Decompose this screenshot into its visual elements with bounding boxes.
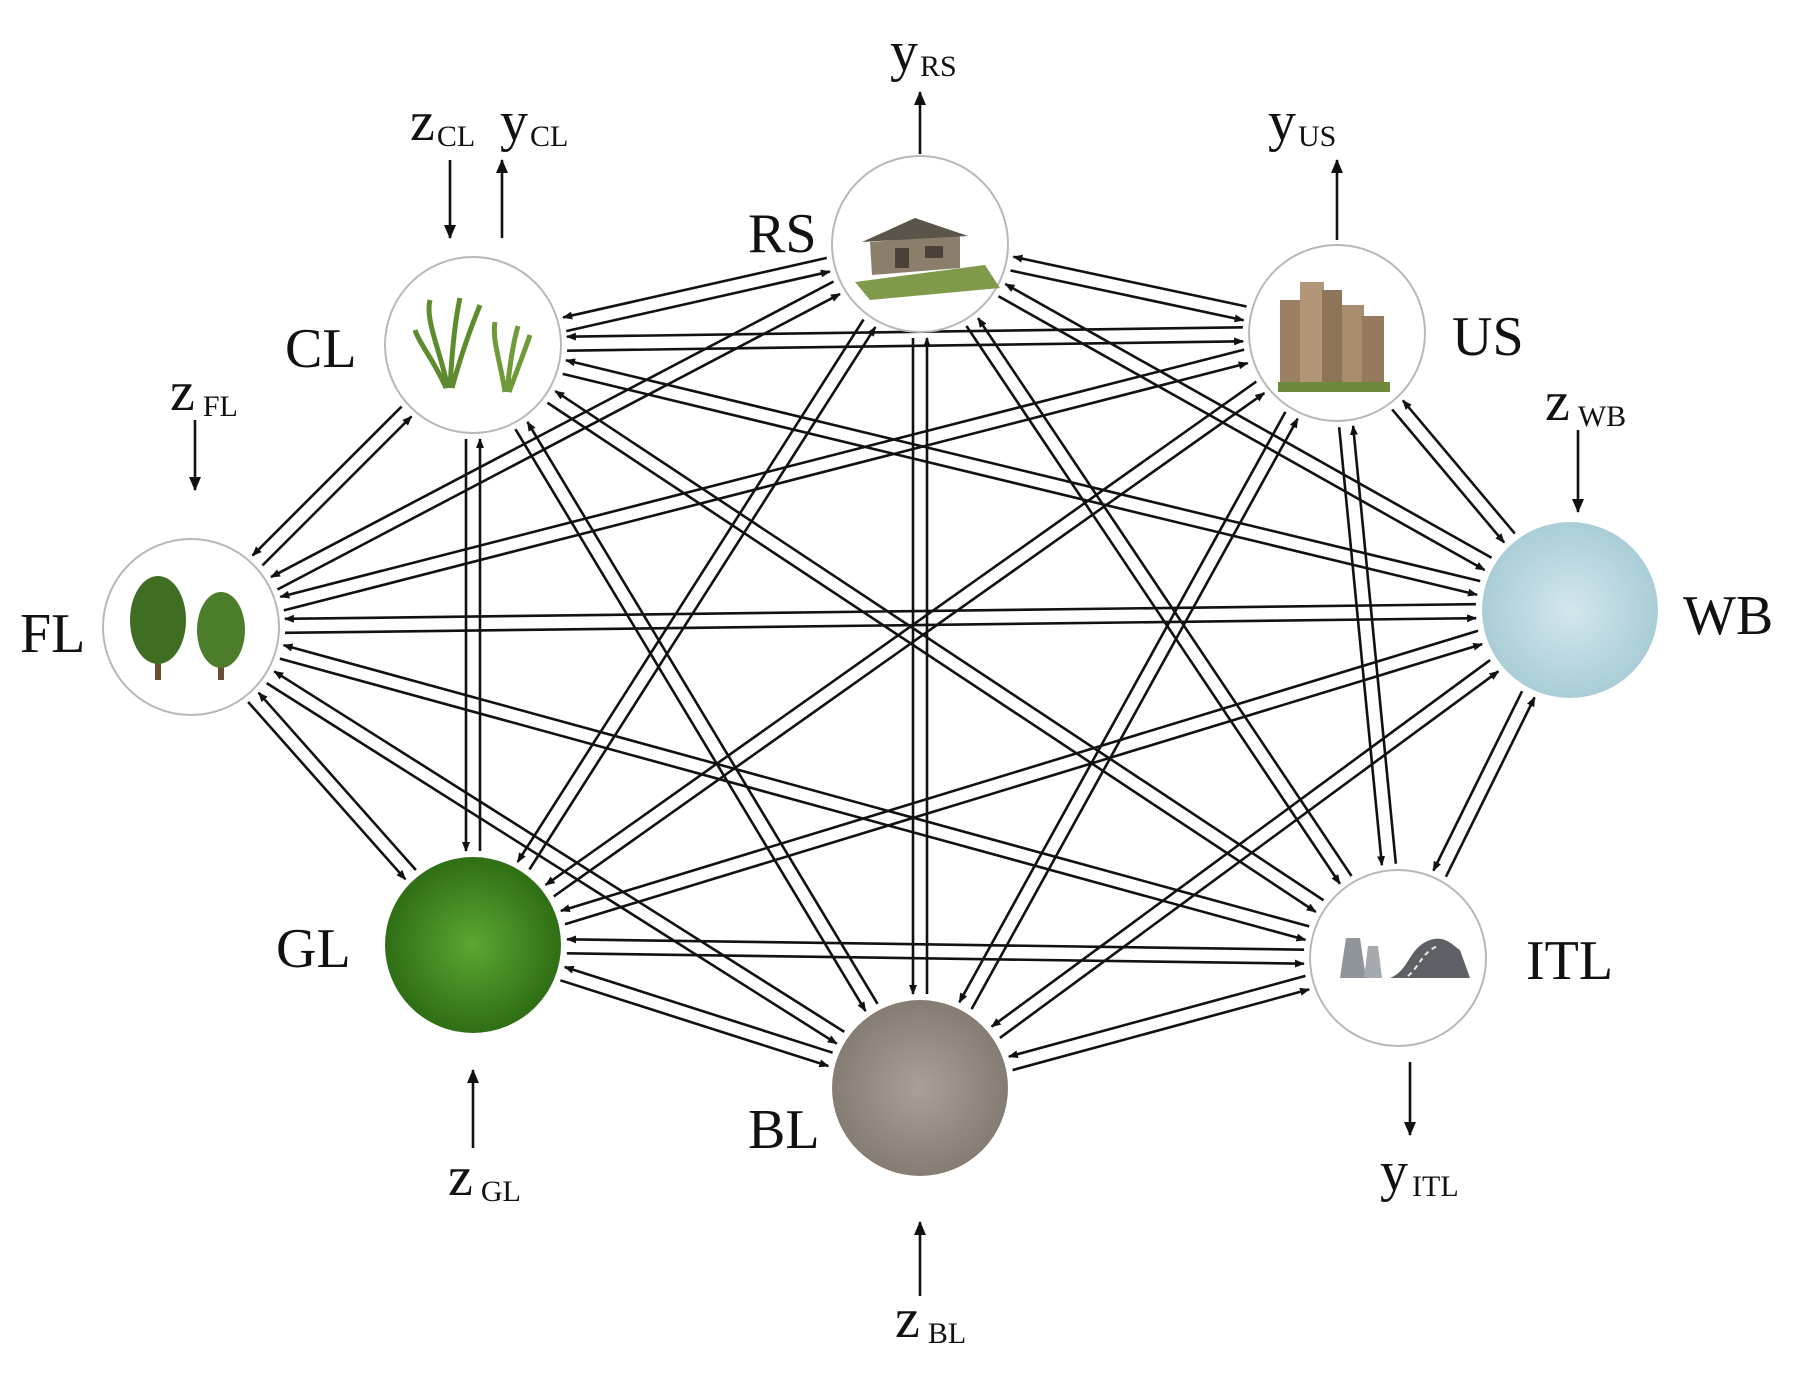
arrow-cl-to-rs: [565, 269, 831, 333]
node-itl-label: ITL: [1526, 930, 1613, 992]
flow-label-y-rs: yRS: [890, 21, 957, 83]
arrow-bl-to-gl: [563, 965, 833, 1054]
arrow-itl-to-cl: [554, 390, 1325, 902]
node-fl-circle: [102, 538, 280, 716]
arrow-gl-to-us: [553, 391, 1266, 898]
bare-land-icon: [832, 1000, 1008, 1176]
arrow-wb-to-gl: [559, 629, 1479, 913]
arrow-bl-to-fl: [273, 670, 845, 1033]
arrow-itl-to-bl: [1007, 974, 1306, 1059]
node-cl-circle: [384, 256, 562, 434]
industrial-transport-icon: [1340, 938, 1470, 978]
arrow-itl-to-gl: [566, 935, 1305, 951]
node-fl-label: FL: [20, 603, 85, 665]
cropland-icon: [412, 297, 533, 393]
grassland-icon: [385, 857, 561, 1033]
arrow-gl-to-fl: [257, 691, 417, 871]
urban-settlement-icon: [1278, 282, 1390, 392]
arrow-fl-to-bl: [266, 682, 838, 1045]
arrow-cl-to-wb: [562, 372, 1478, 597]
arrow-us-to-fl: [279, 348, 1245, 599]
arrow-fl-to-wb: [285, 614, 1478, 635]
arrow-us-to-bl: [958, 411, 1287, 1004]
transition-arrows: [247, 254, 1536, 1072]
arrow-bl-to-us: [970, 417, 1299, 1010]
node-bl-label: BL: [748, 1099, 820, 1161]
arrow-itl-to-fl: [282, 643, 1310, 928]
arrow-wb-to-bl: [990, 659, 1491, 1028]
arrow-itl-to-us: [1349, 424, 1398, 864]
arrow-us-to-gl: [544, 380, 1257, 887]
arrow-bl-to-cl: [526, 421, 879, 1005]
rural-settlement-icon: [855, 218, 1000, 300]
arrow-wb-to-itl: [1432, 690, 1524, 872]
external-flow-arrows: [189, 91, 1584, 1296]
arrow-us-to-itl: [1337, 427, 1386, 867]
arrow-rs-to-wb: [997, 295, 1486, 572]
arrow-us-to-rs: [1012, 254, 1247, 308]
arrow-wb-to-us: [1401, 399, 1516, 535]
arrow-bl-to-wb: [999, 670, 1500, 1039]
arrow-cl-to-itl: [546, 401, 1317, 913]
node-cl: CL: [285, 256, 562, 434]
node-itl-circle: [1309, 869, 1487, 1047]
node-gl: GL: [276, 857, 561, 1033]
arrow-us-to-wb: [1391, 408, 1506, 544]
arrow-fl-to-itl: [279, 657, 1307, 942]
arrow-rs-to-cl: [562, 256, 828, 320]
node-fl: FL: [20, 538, 280, 716]
arrow-us-to-cl: [565, 326, 1243, 341]
arrow-gl-to-itl: [566, 952, 1305, 968]
node-wb: WB: [1482, 522, 1773, 698]
arrow-gl-to-rs: [528, 326, 877, 871]
node-wb-label: WB: [1683, 585, 1773, 647]
arrow-cl-to-fl: [251, 405, 403, 557]
node-cl-label: CL: [285, 318, 357, 380]
arrow-fl-to-cl: [261, 415, 413, 567]
arrow-fl-to-rs: [276, 292, 841, 591]
node-rs-label: RS: [748, 203, 817, 265]
arrow-gl-to-bl: [560, 979, 830, 1068]
arrow-rs-to-fl: [270, 280, 835, 579]
arrow-gl-to-wb: [564, 642, 1484, 926]
flow-label-z-cl: zCL: [410, 91, 475, 153]
node-rs: RS: [748, 155, 1009, 333]
node-itl: ITL: [1309, 869, 1613, 1047]
node-gl-label: GL: [276, 918, 351, 980]
arrow-cl-to-us: [567, 337, 1245, 352]
arrow-fl-to-us: [283, 361, 1249, 612]
arrow-fl-to-gl: [247, 701, 407, 881]
arrow-cl-to-bl: [514, 428, 867, 1012]
forest-icon: [130, 576, 245, 680]
node-bl: BL: [748, 1000, 1008, 1176]
node-us: US: [1248, 244, 1524, 422]
arrow-wb-to-fl: [283, 602, 1476, 623]
arrow-bl-to-itl: [1012, 987, 1311, 1072]
water-body-icon: [1482, 522, 1658, 698]
arrow-itl-to-rs: [977, 317, 1353, 877]
flow-label-y-us: yUS: [1268, 91, 1336, 153]
node-us-label: US: [1452, 306, 1524, 368]
arrow-itl-to-wb: [1444, 696, 1536, 878]
arrow-wb-to-cl: [565, 358, 1481, 583]
arrow-rs-to-us: [1010, 269, 1245, 323]
arrow-rs-to-itl: [965, 325, 1341, 885]
flow-label-y-cl: yCL: [500, 91, 568, 153]
arrow-rs-to-gl: [516, 318, 865, 863]
